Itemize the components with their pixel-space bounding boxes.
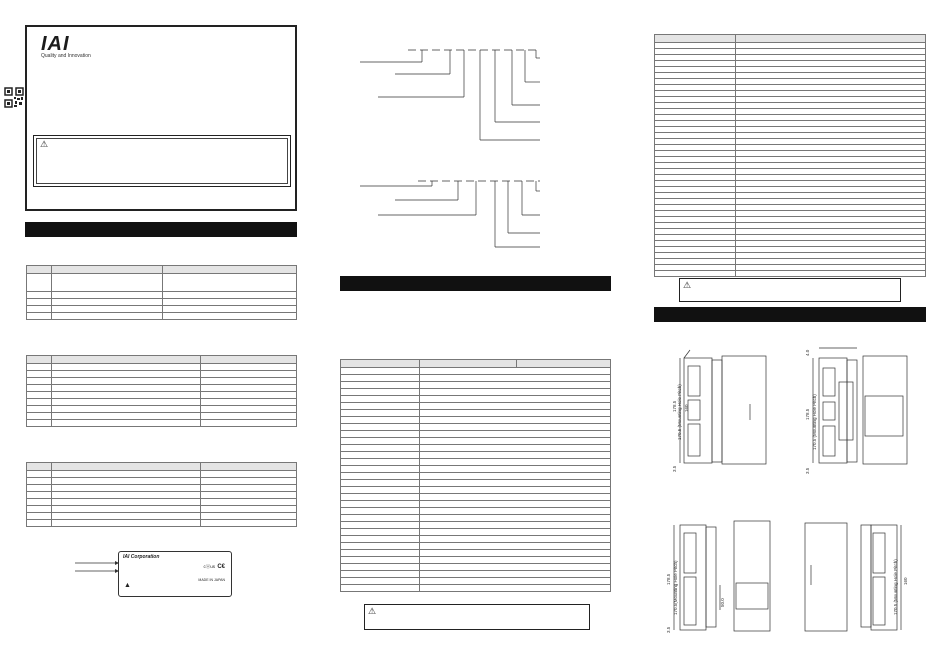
cover-warning-inner: ⚠ <box>36 138 288 184</box>
dim-d2-pitch: 170.5 (Mounting Hole Pitch) <box>812 394 817 450</box>
plate-corporation: IAI Corporation <box>123 554 160 560</box>
dim-d3-total: 178.5 <box>666 573 671 585</box>
warning-triangle-icon: ⚠ <box>683 280 692 290</box>
section-heading-bar <box>25 222 297 237</box>
warning-box-right: ⚠ <box>679 278 901 302</box>
dim-d1-total: 178.5 <box>672 400 677 412</box>
warning-triangle-icon: ⚠ <box>368 606 377 616</box>
model-code-diagram-1 <box>360 49 540 141</box>
plate-arrows <box>75 561 119 573</box>
outline-drawing-1: 178.5 170.5 (Mounting Hole Pitch) 160 3.… <box>672 349 767 472</box>
warning-triangle-icon: ⚠ <box>40 139 49 149</box>
product-label-plate: IAI Corporation cⓤus C€ MADE IN JAPAN ▲ <box>118 551 232 597</box>
model-code-diagram-2 <box>360 180 540 248</box>
qr-code-icon <box>4 87 24 108</box>
plate-warning-icon: ▲ <box>124 582 131 589</box>
dim-d3-height: 50.0 <box>720 598 725 607</box>
outline-drawing-2: 4.0 178.5 170.5 (Mounting Hole Pitch) 3.… <box>805 347 908 474</box>
outline-drawing-4: 170.5 (Mounting Hole Pitch) 160 <box>804 522 908 632</box>
dim-d4-pitch: 170.5 (Mounting Hole Pitch) <box>893 559 898 615</box>
dim-d4-inner: 160 <box>903 577 908 585</box>
dim-d2-total: 178.5 <box>805 408 810 420</box>
cover-panel: IAI Quality and Innovation ⚠ <box>25 25 297 211</box>
dim-d2-bottom: 3.5 <box>805 467 810 474</box>
spec-table-middle <box>340 359 611 592</box>
dim-d2-top: 4.0 <box>805 349 810 356</box>
dim-d3-bottom: 3.5 <box>666 626 671 633</box>
ce-mark: C€ <box>217 564 225 570</box>
dim-d3-pitch: 170.5(Mounting Hole Pitch) <box>673 560 678 615</box>
brand-logo: IAI <box>41 33 70 55</box>
cover-warning-box: ⚠ <box>33 135 291 187</box>
outline-drawing-3: 178.5 170.5(Mounting Hole Pitch) 50.0 3.… <box>666 520 771 633</box>
brand-tagline: Quality and Innovation <box>41 53 91 59</box>
section-heading-bar-3 <box>654 307 926 322</box>
dim-d1-pitch: 170.5 (Mounting Hole Pitch) <box>677 384 682 440</box>
model-table-3 <box>26 462 297 527</box>
model-table-1 <box>26 265 297 320</box>
section-heading-bar-2 <box>340 276 611 291</box>
model-table-2 <box>26 355 297 427</box>
warning-box-middle: ⚠ <box>364 604 590 630</box>
ul-mark: cⓤus <box>203 564 215 569</box>
plate-made-in: MADE IN JAPAN <box>198 578 225 582</box>
dim-d1-inner: 160 <box>684 404 689 412</box>
spec-table-right <box>654 34 926 277</box>
dim-d1-bottom: 3.5 <box>672 465 677 472</box>
